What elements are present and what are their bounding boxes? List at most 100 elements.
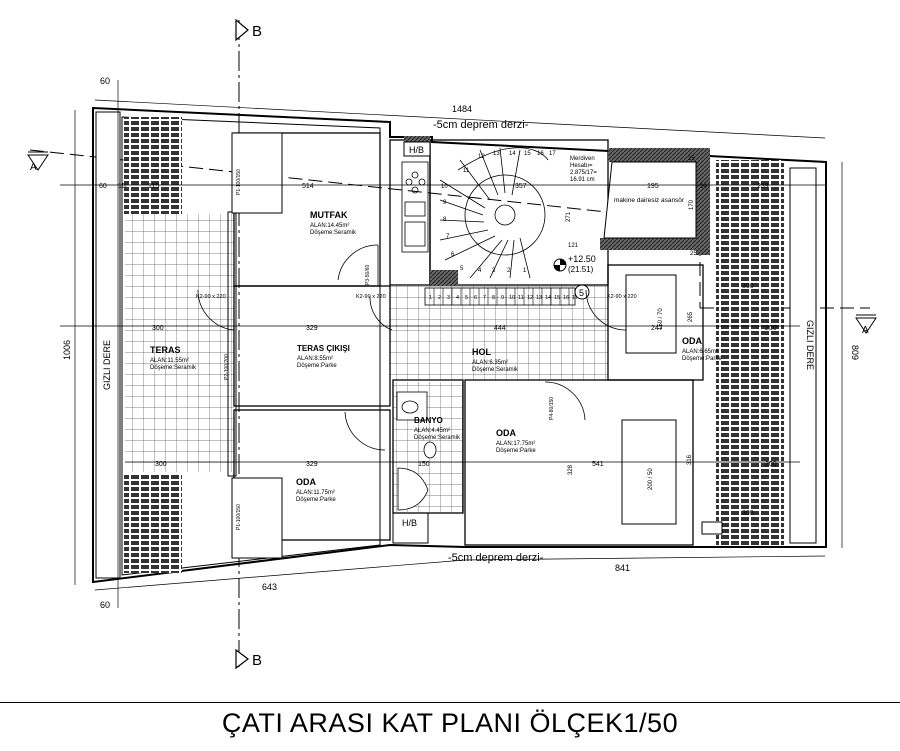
window-label: P4-80/150 [549,397,555,420]
stair-run-num: 12 [527,295,533,301]
stair-num: 12 [478,154,485,160]
svg-text:TERAS ÇIKIŞI: TERAS ÇIKIŞI [297,344,350,353]
dim: 514 [302,183,314,190]
door-label: K2-90 x 220 [196,294,226,300]
stair-run-num: 7 [483,295,486,301]
stair-num: 9 [443,200,447,206]
section-mark-top: B [252,23,262,40]
bed-dim: 200 / 50 [648,468,654,490]
building-outline [92,106,827,584]
stair-calc-line: 2.875/17= [570,170,597,176]
dim: 25 [688,156,695,162]
cabinet-oda [231,477,283,559]
dim: 265 [688,311,694,322]
window-label: P3-50/60 [365,264,371,285]
stair-run-num: 4 [456,295,459,301]
dim-left-height: 1006 [62,340,72,360]
stair-num: 15 [524,151,531,157]
level-value: +12.50 [568,254,596,264]
dim: 300 [155,461,167,468]
stair-num: 13 [493,151,500,157]
svg-text:ALAN:8.55m²: ALAN:8.55m² [297,356,333,362]
svg-text:ALAN:11.75m²: ALAN:11.75m² [296,490,335,496]
dim: 150 [418,461,430,468]
svg-text:ALAN:14.45m²: ALAN:14.45m² [310,223,349,229]
svg-text:ALAN:6.65m²: ALAN:6.65m² [682,349,718,355]
svg-text:Döşeme:Seramik: Döşeme:Seramik [310,230,357,236]
room-teras: TERAS ALAN:11.55m² Döşeme:Seramik [150,345,197,371]
dim: 444 [494,325,506,332]
dim: 200 [765,325,777,332]
stair-num: 10 [441,184,448,190]
roof-tiles-left-bottom [124,475,182,573]
svg-text:Döşeme:Parke: Döşeme:Parke [496,448,536,454]
stair-run-num: 15 [554,295,560,301]
dim: 195 [647,183,659,190]
stair-run-num: 6 [474,295,477,301]
svg-text:BANYO: BANYO [414,416,443,425]
svg-text:A: A [862,325,869,336]
dim: 328 [568,464,574,475]
svg-text:Döşeme:Parke: Döşeme:Parke [296,497,336,503]
gutter-left [95,111,121,579]
stair-number: 5 [579,288,584,298]
svg-text:TERAS: TERAS [150,345,181,355]
svg-text:ODA: ODA [682,336,703,346]
stair-num: 1 [523,268,527,274]
stair-run-num: 17 [572,295,578,301]
hb-label-top: H/B [409,145,424,155]
stair-run-num: 1 [429,295,432,301]
stair-number-circle [574,284,590,300]
stair-num: 2 [507,268,511,274]
svg-text:MUTFAK: MUTFAK [310,210,348,220]
dim: 239 [757,183,769,190]
dim: 115 [148,183,159,190]
svg-text:ALAN:11.55m²: ALAN:11.55m² [150,358,189,364]
dim: 15 [118,183,126,190]
shaft-wall-top [608,148,710,162]
stove-icon [701,521,723,535]
dim: 247 [651,325,663,332]
window-dim: 150 / 70 [658,308,664,330]
hol-tiles [390,286,608,380]
roof-tiles-right [716,160,784,545]
gutter-left-label: GIZLI DERE [102,340,112,390]
svg-text:HOL: HOL [472,347,492,357]
bathroom-fixtures [396,391,437,511]
level-mark: +12.50 (21.51) [553,254,596,274]
stair-num: 3 [492,268,496,274]
room-banyo: BANYO ALAN:4.45m² Döşeme:Seramik [414,416,461,441]
dim: 200 [765,461,777,468]
dim-bottom-right: 841 [615,563,630,573]
gutter-right [789,167,817,544]
svg-text:ODA: ODA [496,428,517,438]
elevator-shaft [603,161,697,239]
seismic-joint-top: -5cm deprem derzi- [433,119,529,131]
hb-label-bottom: H/B [402,518,417,528]
room-teras-cikisi: TERAS ÇIKIŞI ALAN:8.55m² Döşeme:Parke [297,344,350,369]
dim: 329 [306,461,318,468]
gutter-right-label: GIZLI DERE [805,320,815,370]
room-oda-small: ODA ALAN:6.65m² Döşeme:Parke [682,336,722,362]
stair-calc-line: Hesabı= [570,163,593,169]
column-hb [404,136,430,142]
cabinet-mutfak [231,132,283,214]
stair-calc-line: 16.91 cm [570,177,595,183]
stair-run-num: 8 [492,295,495,301]
room-hol: HOL ALAN:6.35m² Döşeme:Seramik [472,347,519,373]
room-mutfak: MUTFAK ALAN:14.45m² Döşeme:Seramik [310,210,357,236]
stair-num: 7 [446,234,450,240]
stair-run-num: 13 [536,295,542,301]
teras-tiles [125,214,234,472]
dim: 300 [152,325,164,332]
window-label: P2-100/200 [224,354,230,380]
stair-num: 17 [549,151,556,157]
shaft-wall-right [696,150,710,255]
dimension-lines [60,80,843,608]
dim: 121 [568,243,579,249]
roof-tiles-left-top [124,117,182,214]
door-swings [197,244,627,451]
dim: 20 [700,184,707,190]
dim-left-offset-bottom: 60 [100,600,110,610]
